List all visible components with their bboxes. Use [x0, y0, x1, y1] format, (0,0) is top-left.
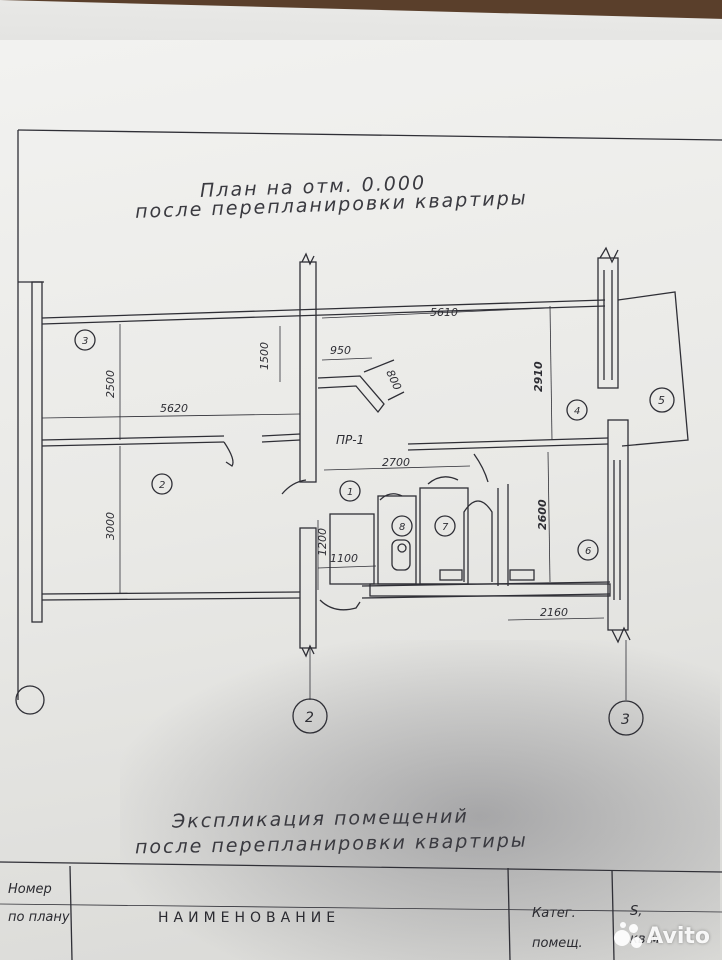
closet	[329, 513, 375, 585]
axis-2-label: 2	[305, 710, 314, 726]
bathtub	[463, 500, 493, 582]
col-area-line1: S,	[630, 904, 643, 919]
top-wall-inner	[41, 305, 606, 325]
balcony-outline	[617, 291, 689, 447]
dim-1500: 1500	[258, 342, 271, 370]
axis-3-label: 3	[621, 712, 630, 728]
dim-2160: 2160	[540, 606, 568, 619]
dim-1100: 1100	[330, 552, 358, 565]
axis-marker-2	[292, 698, 328, 734]
sheet-frame-top	[17, 129, 722, 141]
room-1-label: 1	[347, 487, 353, 498]
avito-watermark: Avito	[614, 922, 710, 950]
dim-5610: 5610	[430, 306, 458, 319]
dim-2700: 2700	[382, 456, 410, 469]
right-wall-top	[597, 257, 619, 389]
dim-2600: 2600	[536, 499, 549, 530]
col-number-line1: Номер	[8, 882, 52, 897]
col-number-line2: по плану	[8, 910, 70, 925]
dim-950: 950	[330, 344, 351, 357]
top-wall-outer	[41, 299, 606, 319]
diagonal-partition	[317, 375, 385, 414]
center-column-top	[299, 261, 317, 483]
room-6-label: 6	[585, 546, 591, 557]
dim-3000: 3000	[104, 512, 117, 540]
room-2-label: 2	[159, 480, 165, 491]
door-room2	[223, 441, 234, 467]
col-name-header: НАИМЕНОВАНИЕ	[158, 910, 341, 926]
avito-logo-text: Avito	[646, 923, 710, 949]
right-wall-bottom	[607, 419, 629, 631]
opening-label: ПР-1	[336, 433, 364, 447]
dim-1200: 1200	[316, 528, 329, 556]
room-3-label: 3	[82, 336, 88, 347]
room-7-label: 7	[442, 522, 449, 533]
left-wall	[31, 281, 43, 623]
room-5-label: 5	[658, 394, 665, 407]
dim-5620: 5620	[160, 402, 188, 415]
col-cat-line1: Катег.	[532, 906, 576, 921]
avito-logo-icon	[614, 922, 643, 950]
axis-marker-3	[608, 700, 644, 736]
plumbing-duct	[369, 583, 611, 597]
room-8-label: 8	[399, 522, 405, 533]
dim-2910: 2910	[532, 361, 545, 392]
dim-2500: 2500	[104, 370, 117, 398]
dim-800: 800	[383, 368, 404, 393]
door-room1	[281, 479, 307, 495]
col-cat-line2: помещ.	[532, 936, 583, 951]
center-column-bottom	[299, 527, 317, 649]
door-entry	[319, 599, 361, 611]
room-4-label: 4	[574, 406, 580, 417]
